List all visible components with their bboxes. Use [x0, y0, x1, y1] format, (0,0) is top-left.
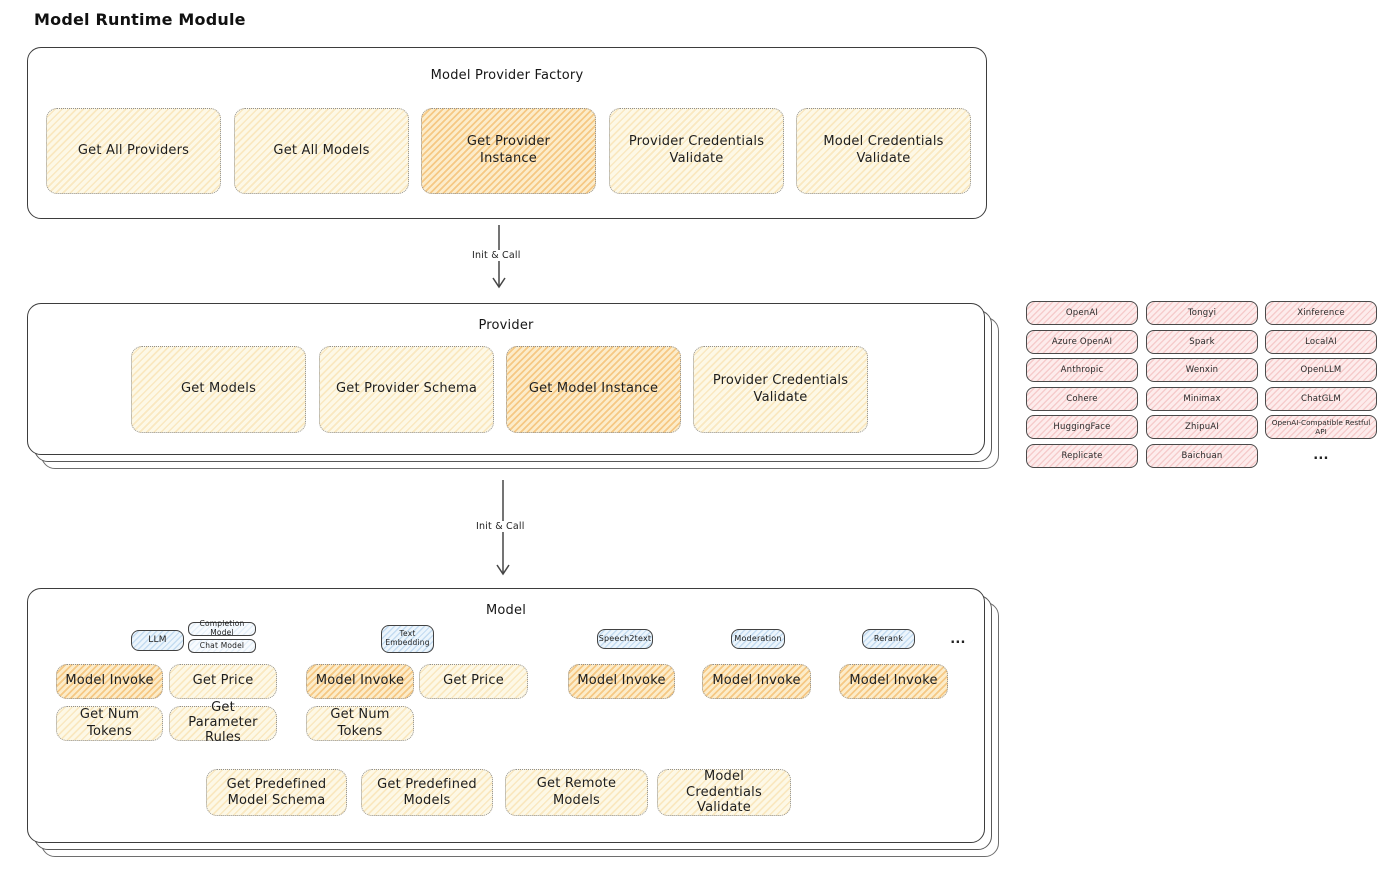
init-call-label-1: Init & Call — [468, 250, 525, 261]
provider-chip-openai: OpenAI — [1026, 301, 1138, 325]
action-get-model-instance: Get Model Instance — [506, 346, 681, 433]
action-model-credentials-validate: Model Credentials Validate — [657, 769, 791, 816]
provider-chip-minimax: Minimax — [1146, 386, 1258, 411]
provider-chip-azure-openai: Azure OpenAI — [1026, 329, 1138, 354]
tag-text-embedding: Text Embedding — [381, 625, 434, 653]
action-model-credentials-validate-factory: Model Credentials Validate — [796, 108, 971, 194]
action-get-parameter-rules-llm: Get Parameter Rules — [169, 700, 277, 745]
action-get-all-models: Get All Models — [234, 108, 409, 194]
init-call-label-2: Init & Call — [472, 521, 529, 532]
tag-completion-model: Completion Model — [188, 620, 256, 637]
provider-chip-wenxin: Wenxin — [1146, 358, 1258, 383]
action-get-predefined-model-schema: Get Predefined Model Schema — [206, 769, 347, 816]
model-title: Model — [485, 603, 527, 618]
provider-chip-openai-compatible-restful-api: OpenAI-Compatible Restful API — [1265, 415, 1377, 440]
provider-chip-chatglm: ChatGLM — [1265, 386, 1377, 411]
provider-chip-column-2: Tongyi Spark Wenxin Minimax ZhipuAI Baic… — [1146, 301, 1258, 468]
provider-chip-zhipuai: ZhipuAI — [1146, 415, 1258, 440]
provider-chip-baichuan: Baichuan — [1146, 443, 1258, 468]
provider-chip-column-3: Xinference LocalAI OpenLLM ChatGLM OpenA… — [1265, 301, 1377, 468]
action-get-provider-schema: Get Provider Schema — [319, 346, 494, 433]
tag-speech2text: Speech2text — [597, 629, 653, 649]
tag-llm: LLM — [131, 630, 184, 651]
action-get-price-text-embedding: Get Price — [419, 664, 528, 699]
tag-moderation: Moderation — [731, 629, 785, 649]
action-model-invoke-rerank: Model Invoke — [839, 664, 948, 699]
action-get-remote-models: Get Remote Models — [505, 769, 648, 816]
provider-chip-localai: LocalAI — [1265, 329, 1377, 354]
factory-section: Model Provider Factory Get All Providers… — [27, 47, 987, 219]
provider-chip-column-1: OpenAI Azure OpenAI Anthropic Cohere Hug… — [1026, 301, 1138, 468]
action-get-models: Get Models — [131, 346, 306, 433]
action-get-num-tokens-text-embedding: Get Num Tokens — [306, 706, 414, 741]
provider-chip-openllm: OpenLLM — [1265, 358, 1377, 383]
action-model-invoke-moderation: Model Invoke — [702, 664, 811, 699]
provider-chip-anthropic: Anthropic — [1026, 358, 1138, 383]
provider-chip-huggingface: HuggingFace — [1026, 415, 1138, 440]
model-section: Model LLM Completion Model Chat Model Te… — [27, 588, 985, 843]
more-providers-ellipsis: ... — [1313, 448, 1329, 464]
provider-chip-xinference: Xinference — [1265, 301, 1377, 325]
more-model-types-ellipsis: ... — [950, 631, 966, 647]
provider-chip-tongyi: Tongyi — [1146, 301, 1258, 325]
provider-section: Provider Get Models Get Provider Schema … — [27, 303, 985, 455]
action-model-invoke-llm: Model Invoke — [56, 664, 163, 699]
action-get-predefined-models: Get Predefined Models — [361, 769, 493, 816]
provider-title: Provider — [478, 318, 534, 333]
factory-title: Model Provider Factory — [430, 68, 584, 83]
action-provider-credentials-validate: Provider Credentials Validate — [693, 346, 868, 433]
action-model-invoke-speech2text: Model Invoke — [568, 664, 675, 699]
provider-chip-replicate: Replicate — [1026, 443, 1138, 468]
page-title: Model Runtime Module — [34, 10, 246, 29]
tag-rerank: Rerank — [862, 629, 915, 649]
action-provider-credentials-validate-factory: Provider Credentials Validate — [609, 108, 784, 194]
action-model-invoke-text-embedding: Model Invoke — [306, 664, 414, 699]
action-get-all-providers: Get All Providers — [46, 108, 221, 194]
action-get-provider-instance: Get Provider Instance — [421, 108, 596, 194]
provider-chip-cohere: Cohere — [1026, 386, 1138, 411]
provider-chip-spark: Spark — [1146, 329, 1258, 354]
tag-chat-model: Chat Model — [188, 639, 256, 653]
action-get-price-llm: Get Price — [169, 664, 277, 699]
action-get-num-tokens-llm: Get Num Tokens — [56, 706, 163, 741]
